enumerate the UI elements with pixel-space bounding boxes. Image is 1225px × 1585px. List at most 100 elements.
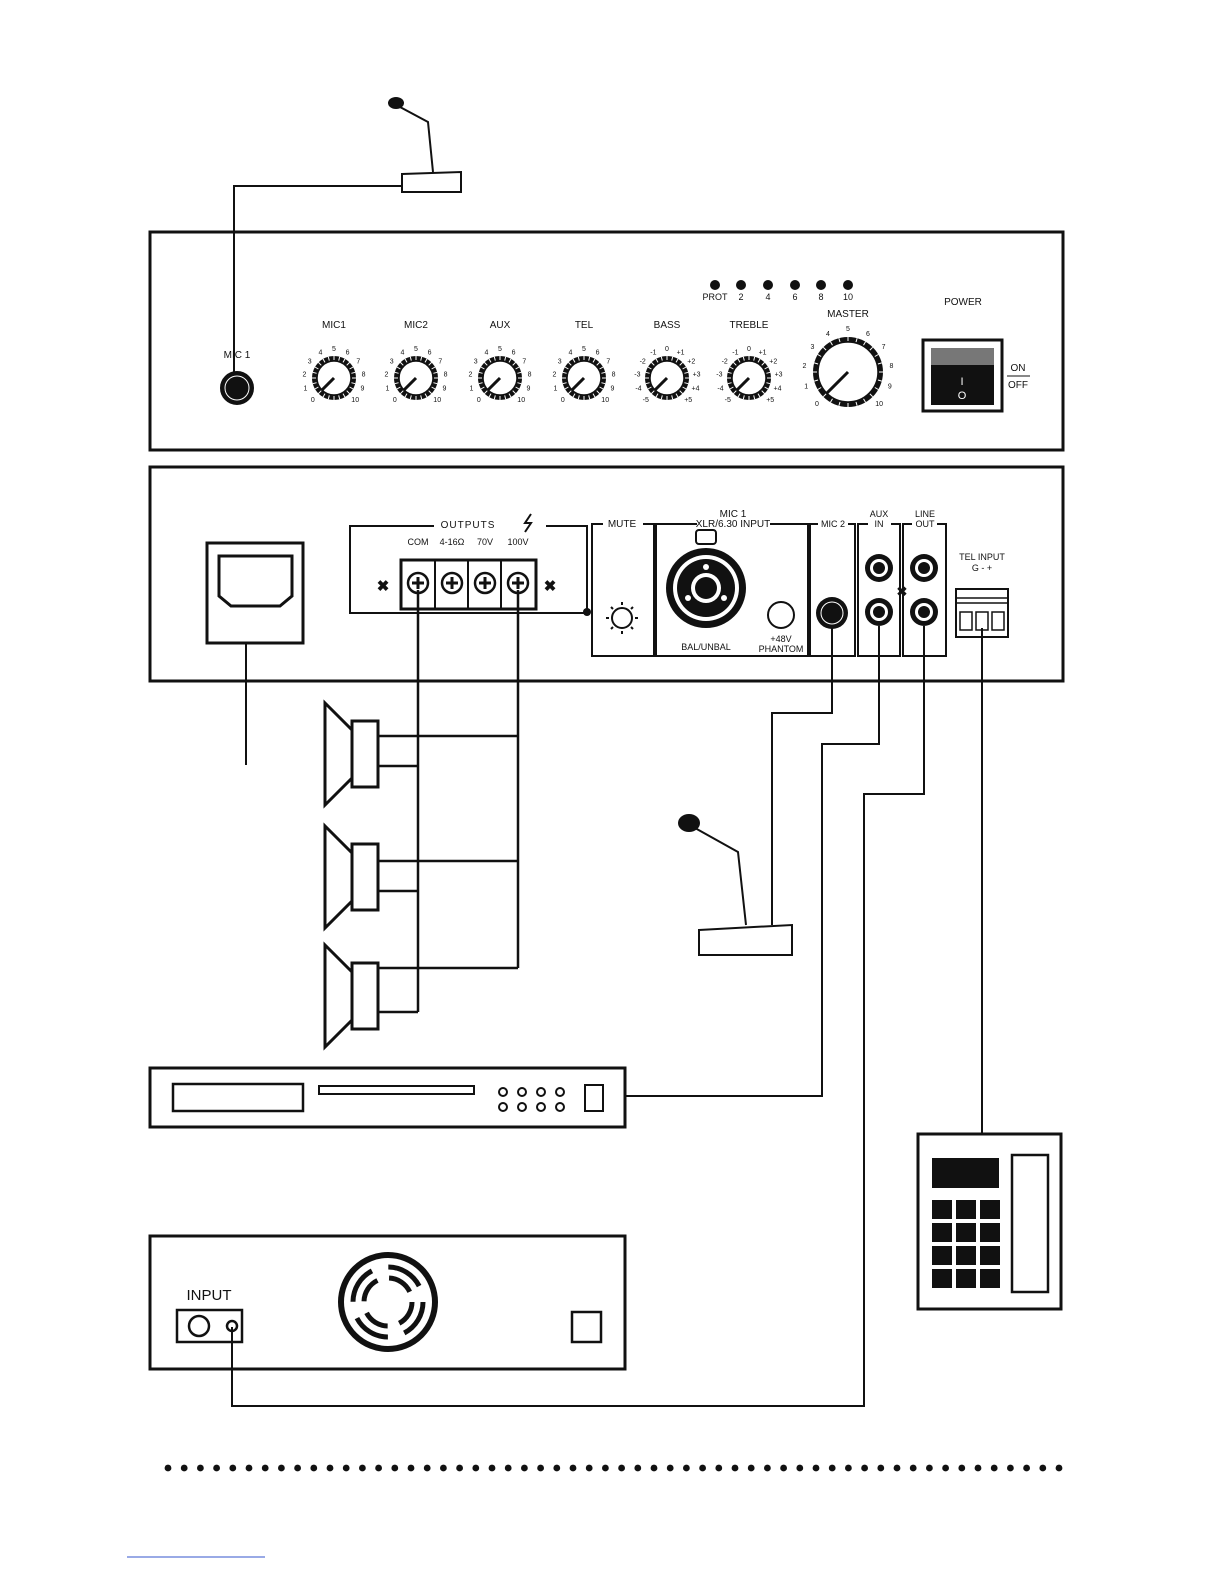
scale-label: 0	[665, 346, 669, 353]
led-2	[763, 280, 773, 290]
scale-label: 10	[875, 401, 883, 408]
rear-mic2-label: MIC 2	[821, 519, 845, 529]
screw-mark-rca: ✖	[897, 584, 908, 599]
balance-label: BAL/UNBAL	[681, 642, 731, 652]
lightning-icon	[523, 513, 533, 533]
mic1-xlr-section	[655, 523, 809, 657]
line-label-1: LINE	[915, 509, 935, 519]
scale-label: 6	[596, 349, 600, 356]
scale-label: 3	[390, 358, 394, 365]
scale-label: 1	[386, 385, 390, 392]
line-out-rca-bottom[interactable]	[910, 598, 938, 626]
led-4	[816, 280, 826, 290]
fan-icon	[338, 1252, 438, 1352]
scale-label: 1	[804, 384, 808, 391]
scale-label: 4	[400, 349, 404, 356]
power-amplifier	[148, 1234, 627, 1371]
led-0	[710, 280, 720, 290]
speaker-terminal[interactable]	[473, 571, 497, 595]
scale-label: 6	[346, 349, 350, 356]
speaker-terminal[interactable]	[440, 571, 464, 595]
scale-label: 0	[477, 397, 481, 404]
aux-in-rca-top[interactable]	[865, 554, 893, 582]
aux-in-rca-bottom[interactable]	[865, 598, 893, 626]
scale-label: -1	[650, 349, 656, 356]
tel-input-label: TEL INPUT	[959, 552, 1005, 562]
scale-label: -5	[725, 397, 731, 404]
cd-player-icon	[148, 1066, 627, 1129]
scale-label: 6	[512, 349, 516, 356]
led-label: 2	[738, 292, 743, 302]
scale-label: 3	[308, 358, 312, 365]
scale-label: 10	[601, 397, 609, 404]
power-socket-icon	[205, 541, 305, 645]
mute-label: MUTE	[608, 519, 637, 530]
scale-label: -5	[643, 397, 649, 404]
scale-label: 4	[484, 349, 488, 356]
power-label: POWER	[944, 297, 982, 308]
scale-label: 4	[568, 349, 572, 356]
aux-cable	[625, 626, 880, 1097]
scale-label: 9	[361, 385, 365, 392]
scale-label: 2	[552, 371, 556, 378]
phantom-switch[interactable]	[767, 601, 795, 629]
screw-mark-right: ✖	[544, 578, 557, 595]
outputs-section	[349, 525, 588, 614]
scale-label: 10	[351, 397, 359, 404]
scale-label: 9	[888, 384, 892, 391]
speaker-icon	[323, 941, 380, 1051]
scale-label: 0	[747, 346, 751, 353]
rear-panel	[148, 465, 1065, 683]
scale-label: 9	[527, 385, 531, 392]
knob-label: MIC1	[322, 320, 346, 331]
scale-label: -2	[722, 358, 728, 365]
speaker-icon	[323, 822, 380, 932]
scale-label: 3	[810, 344, 814, 351]
speaker-icon	[323, 699, 380, 809]
knob-label: BASS	[654, 320, 681, 331]
mute-adjust-icon[interactable]	[606, 602, 638, 634]
scale-label: +2	[769, 358, 777, 365]
mic1-cable	[233, 185, 403, 378]
mic1-jack[interactable]	[220, 371, 254, 405]
scale-label: +3	[693, 371, 701, 378]
knob-label: TEL	[575, 320, 594, 331]
amp-input-label: INPUT	[187, 1287, 232, 1304]
scale-label: 4	[318, 349, 322, 356]
scale-label: 0	[311, 397, 315, 404]
scale-label: +4	[774, 385, 782, 392]
scale-label: 1	[304, 385, 308, 392]
line-out-rca-top[interactable]	[910, 554, 938, 582]
scale-label: 0	[393, 397, 397, 404]
line-out-cable	[231, 626, 925, 1407]
scale-label: 8	[890, 363, 894, 370]
xlr-combo-jack[interactable]	[666, 529, 746, 628]
scale-label: -1	[732, 349, 738, 356]
knob-label: MIC2	[404, 320, 428, 331]
scale-label: 10	[517, 397, 525, 404]
scale-label: 5	[332, 346, 336, 353]
speaker-wiring	[378, 590, 520, 1014]
scale-label: 3	[558, 358, 562, 365]
led-3	[790, 280, 800, 290]
led-label: 6	[792, 292, 797, 302]
scale-label: 5	[846, 326, 850, 333]
scale-label: +1	[677, 349, 685, 356]
scale-label: 2	[302, 371, 306, 378]
screw-mark-left: ✖	[377, 578, 390, 595]
scale-label: +3	[775, 371, 783, 378]
scale-label: 7	[882, 344, 886, 351]
line-label-2: OUT	[916, 519, 936, 529]
mic2-cable	[771, 628, 833, 925]
scale-label: -2	[640, 358, 646, 365]
aux-label-1: AUX	[870, 509, 889, 519]
mute-section	[591, 523, 655, 657]
